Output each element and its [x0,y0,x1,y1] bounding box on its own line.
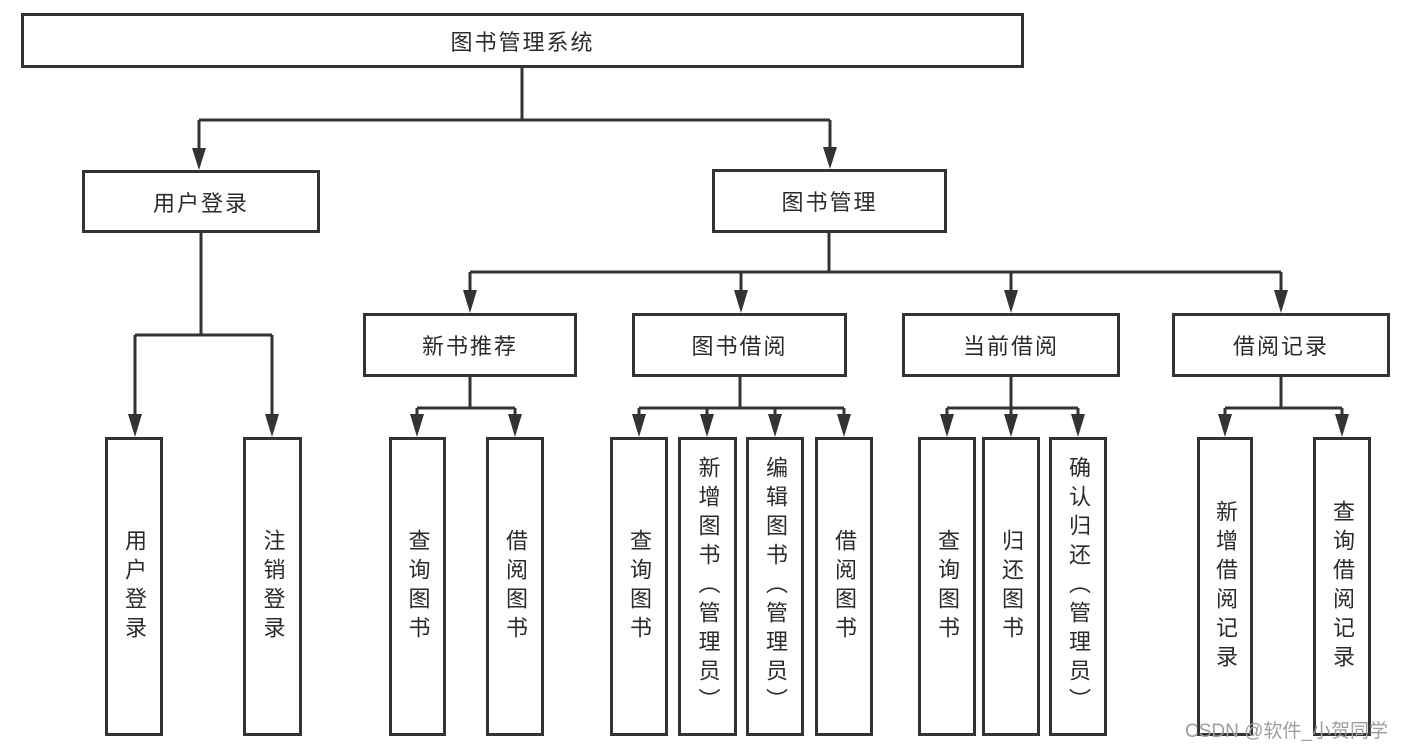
node-root-system: 图书管理系统 [21,13,1024,68]
connector-book-borrow-children [632,377,851,437]
leaf-borrow-book: 借阅图书 [815,437,873,736]
node-user-login: 用户登录 [82,170,320,233]
leaf-query-book-borrowing: 查询图书 [610,437,668,736]
connector-user-login-children [128,233,279,437]
node-current-borrowing: 当前借阅 [902,313,1120,377]
leaf-borrow-book-recommend: 借阅图书 [486,437,544,736]
leaf-query-borrow-record: 查询借阅记录 [1313,437,1371,736]
connector-new-book-rec-children [410,377,522,437]
leaf-logout: 注销登录 [243,437,302,736]
csdn-watermark: CSDN @软件_小贺同学 [1185,721,1388,742]
node-book-management: 图书管理 [712,169,947,233]
leaf-query-book-recommend: 查询图书 [389,437,446,736]
node-borrowing-records: 借阅记录 [1172,313,1390,377]
connector-borrow-record-children [1218,377,1349,437]
node-new-book-recommendation: 新书推荐 [363,313,577,377]
leaf-edit-book-admin: 编辑图书（管理员） [746,437,804,736]
leaf-add-book-admin: 新增图书（管理员） [678,437,737,736]
node-book-borrowing: 图书借阅 [632,313,847,377]
leaf-user-login: 用户登录 [105,437,163,736]
connector-current-borrow-children [940,377,1085,437]
connector-book-mgmt-level3 [463,233,1288,313]
leaf-query-book-current: 查询图书 [918,437,976,736]
leaf-return-book: 归还图书 [982,437,1040,736]
leaf-confirm-return-admin: 确认归还（管理员） [1049,437,1107,736]
leaf-add-borrow-record: 新增借阅记录 [1197,437,1253,736]
connector-root-to-level2 [192,68,837,170]
